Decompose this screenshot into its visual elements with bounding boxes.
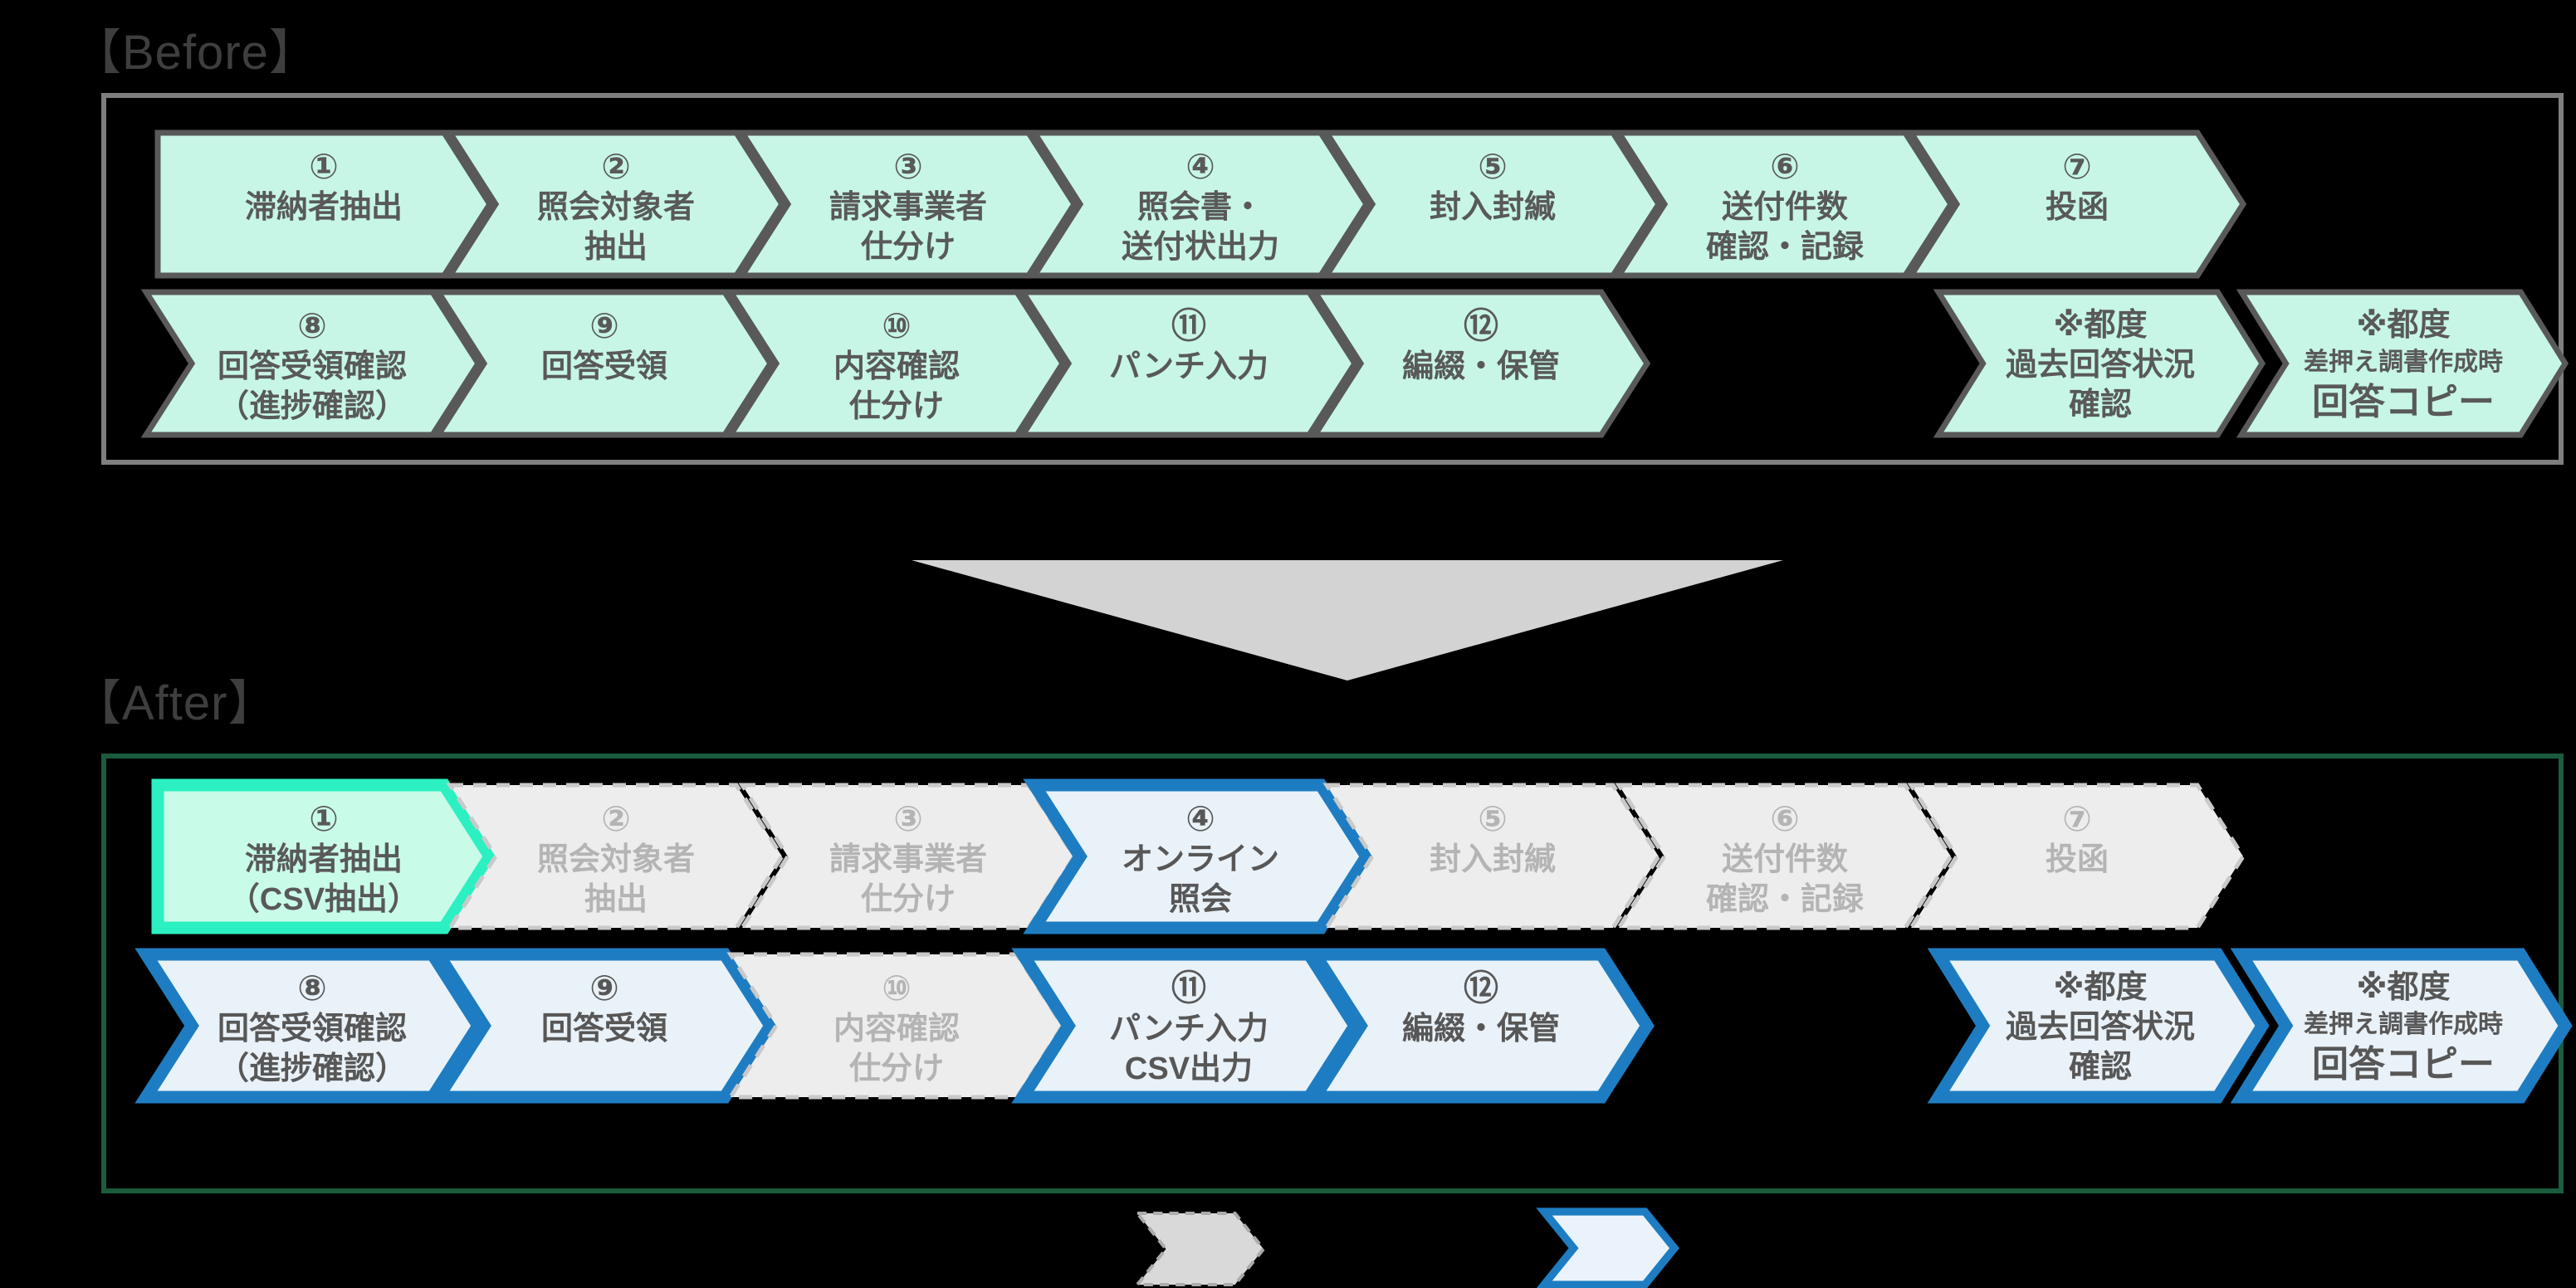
before-note-adhoc-2: ※都度差押え調書作成時回答コピー [2236, 289, 2569, 438]
chevron-shape-icon [725, 289, 1067, 438]
chevron-shape-icon [1303, 948, 1655, 1104]
chevron-shape-icon [1029, 129, 1371, 279]
chevron-shape-icon [1321, 129, 1663, 279]
legend [0, 1208, 2576, 1288]
chevron-shape-icon [1322, 783, 1661, 930]
legend-unchanged-chevron-icon [1133, 1212, 1266, 1286]
before-title: 【Before】 [73, 26, 318, 80]
chevron-shape-icon [1017, 289, 1359, 438]
before-note-adhoc-1: ※都度過去回答状況確認 [1933, 289, 2266, 438]
chevron-shape-icon [1023, 778, 1374, 934]
before-box [101, 93, 2564, 465]
chevron-shape-icon [1309, 289, 1651, 438]
chevron-shape-icon [1927, 948, 2270, 1104]
chevron-shape-icon [140, 289, 482, 438]
chevron-shape-icon [427, 948, 778, 1104]
chevron-shape-icon [736, 129, 1078, 279]
after-note-adhoc-1: ※都度過去回答状況確認 [1927, 948, 2270, 1104]
chevron-shape-icon [154, 129, 494, 279]
chevron-shape-icon [433, 289, 775, 438]
after-title: 【After】 [73, 676, 277, 730]
chevron-shape-icon [1933, 289, 2266, 438]
chevron-shape-icon [151, 778, 497, 934]
chevron-shape-icon [1615, 783, 1953, 930]
after-box [101, 754, 2564, 1193]
chevron-shape-icon [1907, 783, 2246, 930]
chevron-shape-icon [2230, 948, 2573, 1104]
after-note-adhoc-2: ※都度差押え調書作成時回答コピー [2230, 948, 2573, 1104]
chevron-shape-icon [444, 129, 786, 279]
chevron-shape-icon [1905, 129, 2247, 279]
legend-changed-chevron-icon [1536, 1208, 1680, 1288]
chevron-shape-icon [2236, 289, 2569, 438]
chevron-shape-icon [1613, 129, 1955, 279]
chevron-shape-icon [446, 783, 785, 930]
before-after-transition-arrow-icon [912, 560, 1783, 681]
